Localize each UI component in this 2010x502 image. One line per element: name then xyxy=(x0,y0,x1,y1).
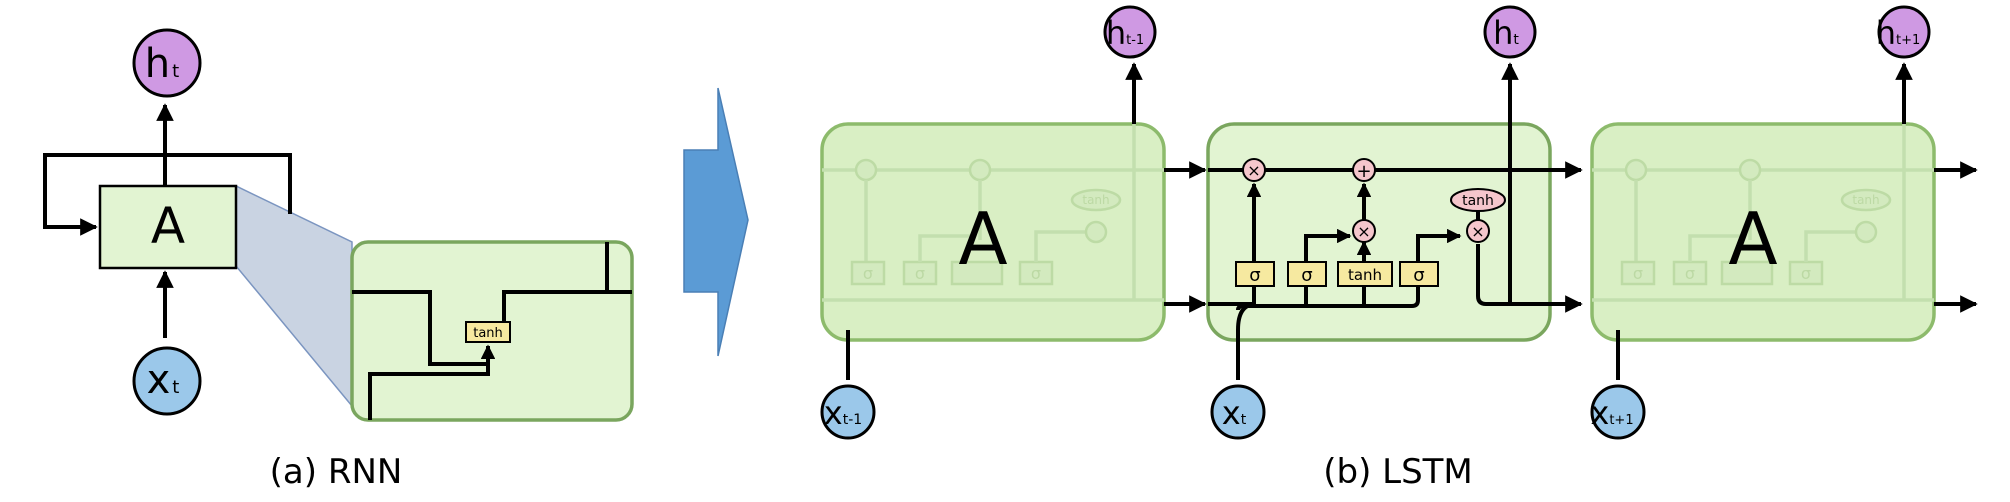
lstm-output-node-t-1: ht-1 xyxy=(1103,5,1157,59)
rnn-loop-connector xyxy=(43,153,292,236)
svg-text:tanh: tanh xyxy=(1348,266,1382,284)
lstm-hidden-output-line xyxy=(1476,244,1583,313)
lstm-input-bus xyxy=(1236,286,1420,311)
lstm-output-gate-arrow xyxy=(1416,228,1462,262)
svg-text:xt+1: xt+1 xyxy=(1590,394,1633,432)
lstm-output-multiply-op: × xyxy=(1466,219,1490,243)
lstm-right-cell-label: A xyxy=(1728,197,1777,281)
lstm-forget-multiply-op: × xyxy=(1242,158,1266,182)
rnn-cell xyxy=(98,184,238,270)
svg-text:tanh: tanh xyxy=(1852,193,1879,207)
lstm-right-ghost-internals: σ σ σ tanh xyxy=(1592,124,1934,302)
svg-text:ht: ht xyxy=(1493,14,1519,52)
svg-text:×: × xyxy=(1471,222,1484,241)
svg-text:σ: σ xyxy=(915,264,925,283)
lstm-cell-tanh-op: tanh xyxy=(1450,188,1506,212)
rnn-caption: (a) RNN xyxy=(270,452,403,492)
svg-text:σ: σ xyxy=(1249,265,1260,286)
svg-text:ht: ht xyxy=(145,41,179,87)
lstm-cell-center: × + × × tanh σ xyxy=(1206,62,1583,380)
lstm-add-op: + xyxy=(1352,158,1376,182)
lstm-diagram: σ σ σ tanh A xyxy=(820,5,1978,492)
lstm-cell-left: σ σ σ tanh A xyxy=(820,122,1166,342)
lstm-output-node-t: ht xyxy=(1483,5,1537,59)
zoom-wedge xyxy=(235,184,353,409)
transition-arrow xyxy=(683,87,749,357)
rnn-cell-label: A xyxy=(151,197,185,255)
svg-text:tanh: tanh xyxy=(1462,193,1494,209)
lstm-forget-gate: σ xyxy=(1235,261,1275,287)
lstm-input-gate-arrow xyxy=(1304,228,1352,262)
svg-text:xt-1: xt-1 xyxy=(824,394,862,432)
rnn-zoomed-tanh-gate: tanh xyxy=(465,321,511,343)
lstm-candidate-gate: tanh xyxy=(1337,261,1393,287)
svg-text:tanh: tanh xyxy=(473,326,503,341)
svg-text:σ: σ xyxy=(863,264,873,283)
svg-text:xt: xt xyxy=(1222,394,1247,432)
lstm-output-node-t+1: ht+1 xyxy=(1876,5,1931,59)
lstm-caption: (b) LSTM xyxy=(1323,452,1473,492)
rnn-zoomed-state-in xyxy=(352,290,488,366)
svg-text:σ: σ xyxy=(1801,264,1811,283)
lstm-input-node-t+1: xt+1 xyxy=(1590,384,1646,440)
svg-text:×: × xyxy=(1357,222,1370,241)
lstm-cell-right: σ σ σ tanh A xyxy=(1590,122,1936,342)
lstm-input-node-t-1: xt-1 xyxy=(820,384,876,440)
lstm-input-node-t: xt xyxy=(1210,384,1266,440)
svg-text:ht-1: ht-1 xyxy=(1106,14,1144,52)
rnn-zoomed-input-line xyxy=(368,344,496,420)
lstm-input-multiply-op: × xyxy=(1352,219,1376,243)
svg-text:σ: σ xyxy=(1633,264,1643,283)
svg-text:σ: σ xyxy=(1685,264,1695,283)
svg-text:xt: xt xyxy=(147,357,180,403)
svg-text:σ: σ xyxy=(1031,264,1041,283)
svg-text:tanh: tanh xyxy=(1082,193,1109,207)
svg-text:ht+1: ht+1 xyxy=(1876,14,1921,52)
svg-text:σ: σ xyxy=(1301,265,1312,286)
lstm-left-ghost-internals: σ σ σ tanh xyxy=(822,124,1164,302)
lstm-left-cell-label: A xyxy=(958,197,1007,281)
svg-text:+: + xyxy=(1356,161,1371,182)
lstm-input-gate: σ xyxy=(1287,261,1327,287)
svg-text:×: × xyxy=(1247,161,1260,180)
lstm-output-gate: σ xyxy=(1399,261,1439,287)
svg-text:σ: σ xyxy=(1413,265,1424,286)
